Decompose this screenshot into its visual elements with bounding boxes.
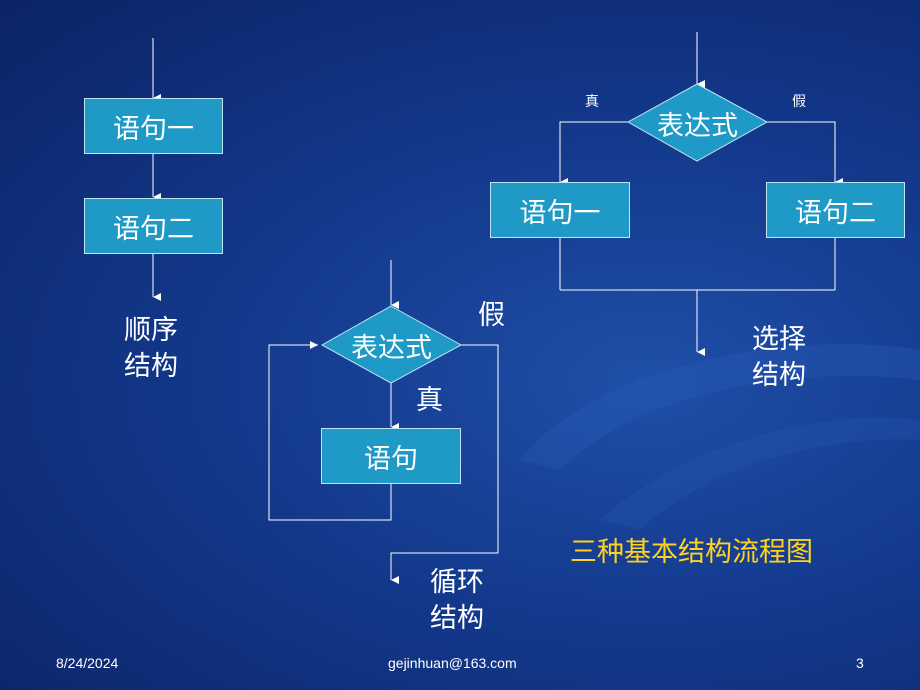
footer-date: 8/24/2024: [56, 655, 119, 671]
seq-label-line2: 结构: [124, 351, 178, 382]
sel-stmt-true-box: 语句一: [490, 182, 630, 238]
loop-true-label: 真: [416, 385, 443, 416]
sel-condition-text: 表达式: [657, 111, 738, 142]
sel-label-line2: 结构: [752, 360, 806, 391]
sel-false-edge: [767, 121, 843, 186]
sel-condition-diamond: [626, 83, 769, 162]
seq-label-line1: 顺序: [124, 315, 178, 346]
seq-stmt2-text: 语句二: [113, 213, 194, 245]
loop-label: 循环 结构: [430, 565, 484, 637]
loop-label-line1: 循环: [430, 567, 484, 598]
loop-label-line2: 结构: [430, 603, 484, 634]
footer-page-number: 3: [856, 655, 864, 671]
footer-email: gejinhuan@163.com: [388, 655, 517, 671]
sel-true-label: 真: [585, 94, 599, 110]
sel-label: 选择 结构: [752, 322, 806, 394]
seq-stmt1-text: 语句一: [113, 113, 194, 145]
loop-condition-diamond: [320, 305, 463, 384]
diagram-caption: 三种基本结构流程图: [570, 537, 813, 568]
seq-label: 顺序 结构: [124, 313, 178, 385]
seq-stmt1-box: 语句一: [84, 98, 223, 154]
loop-exit-edge: [390, 344, 499, 584]
loop-condition-text: 表达式: [351, 333, 432, 364]
sel-label-line1: 选择: [752, 324, 806, 355]
sel-stmt-false-box: 语句二: [766, 182, 905, 238]
sel-false-label: 假: [792, 94, 806, 110]
loop-stmt-text: 语句: [364, 443, 418, 475]
sel-stmt-false-text: 语句二: [795, 197, 876, 229]
seq-stmt2-box: 语句二: [84, 198, 223, 254]
loop-false-label: 假: [478, 300, 505, 331]
sel-stmt-true-text: 语句一: [519, 197, 601, 229]
sel-true-edge: [559, 121, 628, 186]
loop-stmt-box: 语句: [321, 428, 461, 484]
loop-back-edge: [268, 341, 392, 521]
